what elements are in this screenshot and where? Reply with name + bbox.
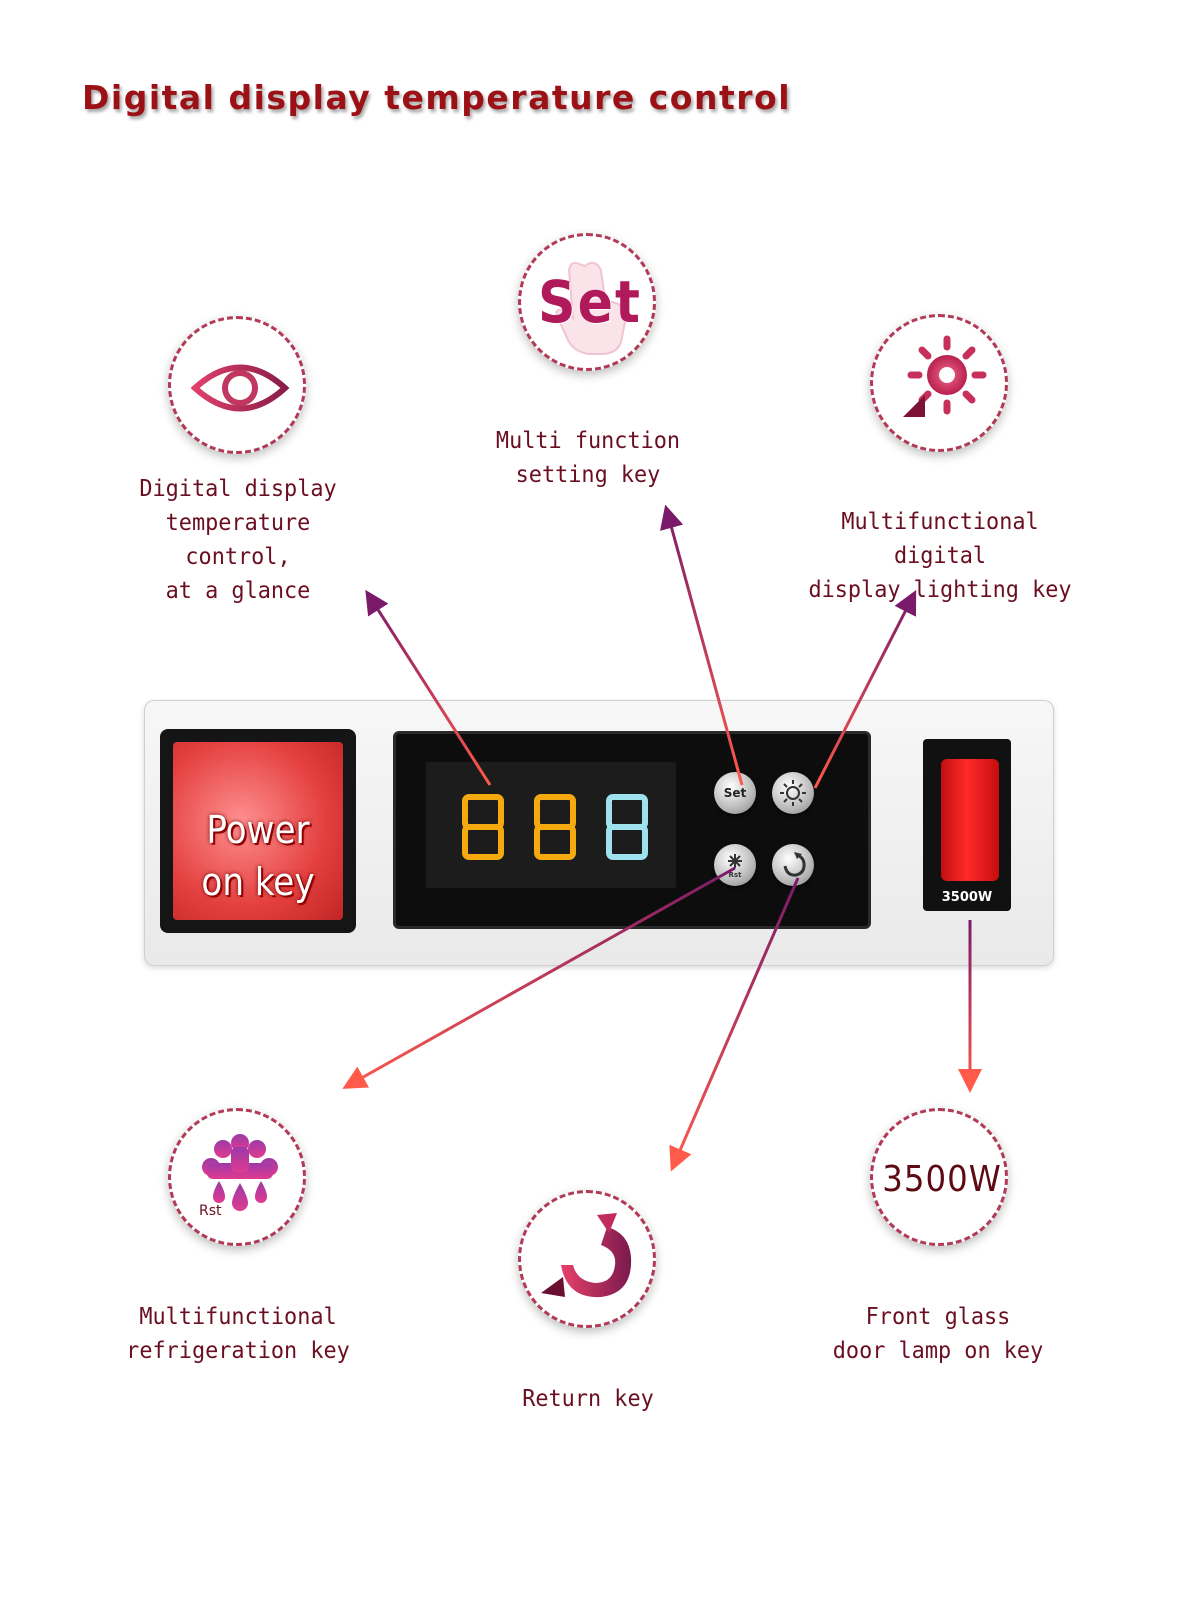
wattage-icon-badge: 3500W xyxy=(870,1108,1008,1246)
caption-line: Multi function xyxy=(495,428,681,454)
control-panel: Power on key Set Rs xyxy=(144,700,1054,966)
set-hand-icon xyxy=(555,261,627,355)
snowflake-drops-icon xyxy=(202,1134,278,1211)
caption-line: display lighting key xyxy=(808,577,1072,603)
rocker-key[interactable] xyxy=(941,759,999,881)
digital-display xyxy=(426,762,676,888)
display-digit xyxy=(462,794,504,860)
rocker-wattage-label: 3500W xyxy=(941,890,993,905)
caption-light: Multifunctional digital display lighting… xyxy=(798,505,1083,607)
caption-return: Return key xyxy=(476,1382,700,1416)
refrigeration-button-icon: Rst xyxy=(728,854,743,879)
power-label-line-1: Power xyxy=(206,808,310,852)
return-button[interactable] xyxy=(772,844,814,886)
caption-line: Front glass xyxy=(865,1304,1011,1330)
eye-icon xyxy=(190,364,290,412)
eye-icon-badge xyxy=(168,316,306,454)
wattage-icon: 3500W xyxy=(882,1159,1002,1200)
set-button[interactable]: Set xyxy=(714,772,756,814)
light-button-icon xyxy=(780,780,806,806)
sun-icon-badge xyxy=(870,314,1008,452)
light-button[interactable] xyxy=(772,772,814,814)
caption-line: door lamp on key xyxy=(832,1338,1044,1364)
svg-text:Rst: Rst xyxy=(729,871,743,879)
return-icon-badge xyxy=(518,1190,656,1328)
caption-set: Multi function setting key xyxy=(466,424,709,492)
set-icon-badge: Set xyxy=(518,233,656,371)
caption-line: at a glance xyxy=(165,578,311,604)
page-title: Digital display temperature control xyxy=(82,78,792,117)
caption-line: refrigeration key xyxy=(126,1338,350,1364)
set-icon-text: Set xyxy=(538,268,642,336)
lamp-rocker-switch[interactable]: 3500W xyxy=(923,739,1011,911)
caption-display: Digital display temperature control, at … xyxy=(107,472,369,608)
caption-line: setting key xyxy=(515,462,661,488)
temperature-controller: Set Rst xyxy=(393,731,871,929)
caption-line: Digital display xyxy=(139,476,337,502)
power-label-line-2: on key xyxy=(201,860,315,904)
caption-line: Multifunctional xyxy=(139,1304,337,1330)
return-arrow-icon xyxy=(541,1213,632,1298)
sun-icon xyxy=(903,335,987,417)
refrigeration-button[interactable]: Rst xyxy=(714,844,756,886)
caption-lamp: Front glass door lamp on key xyxy=(826,1300,1050,1368)
caption-line: temperature control, xyxy=(165,510,311,570)
display-digit xyxy=(606,794,648,860)
caption-line: Multifunctional digital xyxy=(841,509,1039,569)
rst-icon-text: Rst xyxy=(199,1203,222,1219)
return-button-icon xyxy=(783,852,806,877)
caption-refrigeration: Multifunctional refrigeration key xyxy=(116,1300,359,1368)
refrigeration-icon-badge: Rst xyxy=(168,1108,306,1246)
power-lens: Power on key xyxy=(173,742,343,920)
power-label: Power on key xyxy=(173,804,343,908)
display-digit xyxy=(534,794,576,860)
power-switch[interactable]: Power on key xyxy=(160,729,356,933)
caption-line: Return key xyxy=(522,1386,654,1412)
